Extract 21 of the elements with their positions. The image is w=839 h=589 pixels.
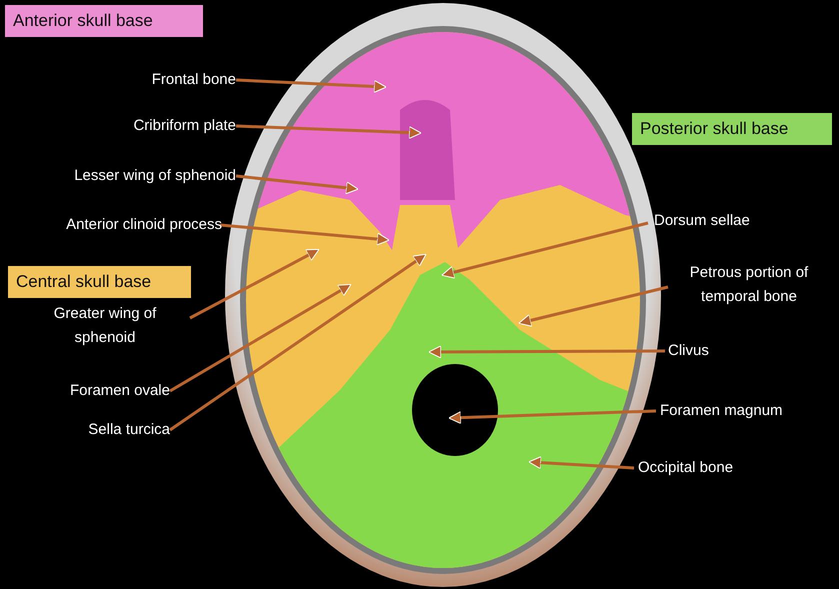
callout-label: Cribriform plate (112, 114, 236, 138)
callout-label: Frontal bone (112, 68, 236, 92)
callout-label: Petrous portion of temporal bone (664, 261, 834, 309)
leader-arrow (169, 284, 352, 392)
leader-arrow (169, 254, 426, 432)
leader-arrow (441, 222, 648, 279)
callout-label: Anterior clinoid process (4, 213, 222, 237)
callout-label: Foramen ovale (30, 379, 170, 403)
callout-label: Dorsum sellae (654, 209, 774, 233)
callout-label: Foramen magnum (660, 399, 830, 423)
leader-arrow (236, 124, 422, 140)
callout-label: Greater wing of sphenoid (40, 302, 170, 350)
callout-label: Sella turcica (30, 418, 170, 442)
callout-label: Clivus (668, 339, 738, 363)
leader-arrow (236, 78, 387, 93)
region-label: Posterior skull base (632, 113, 832, 145)
callout-label: Lesser wing of sphenoid (14, 164, 236, 188)
region-label: Central skull base (8, 266, 191, 298)
callout-label: Occipital bone (638, 456, 778, 480)
region-label: Anterior skull base (5, 5, 203, 37)
leader-arrow (189, 248, 320, 320)
